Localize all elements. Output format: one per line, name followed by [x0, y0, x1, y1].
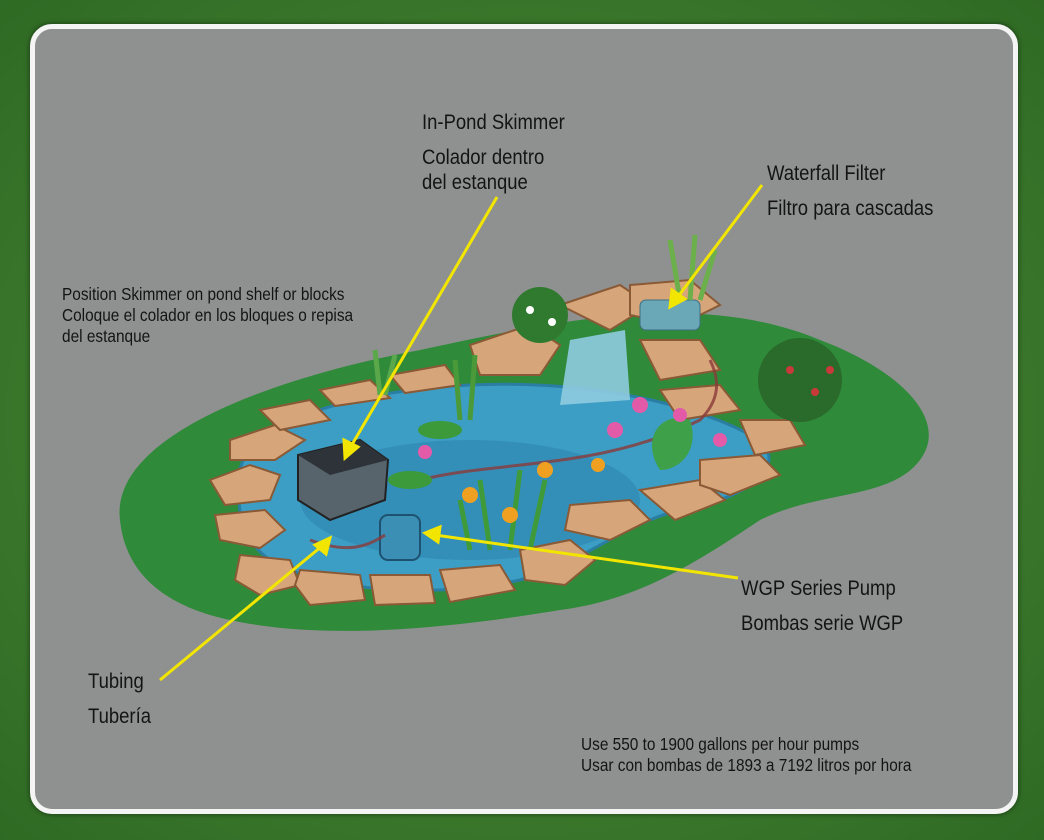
waterfall-label: Waterfall Filter Filtro para cascadas: [767, 161, 933, 221]
waterfall: [560, 330, 630, 405]
flow-note-en: Use 550 to 1900 gallons per hour pumps: [581, 734, 860, 754]
skimmer-label-en: In-Pond Skimmer: [422, 111, 565, 134]
pump-label-es: Bombas serie WGP: [741, 612, 904, 635]
callout-arrows: [159, 184, 764, 682]
tubing-label-es: Tubería: [88, 705, 152, 728]
pump-label-en: WGP Series Pump: [741, 577, 896, 600]
pump-label: WGP Series Pump Bombas serie WGP: [741, 576, 903, 636]
tubing-arrow: [159, 544, 323, 682]
plants: [372, 234, 842, 551]
waterfall-label-es: Filtro para cascadas: [767, 197, 934, 220]
flow-note: Use 550 to 1900 gallons per hour pumps U…: [581, 734, 911, 776]
stone-border: [208, 278, 807, 607]
position-note-es-1: Coloque el colador en los bloques o repi…: [62, 305, 354, 325]
skimmer-arrow: [348, 196, 499, 449]
position-note: Position Skimmer on pond shelf or blocks…: [62, 284, 353, 347]
position-note-en: Position Skimmer on pond shelf or blocks: [62, 284, 345, 304]
skimmer-label-es-1: Colador dentro: [422, 146, 545, 169]
skimmer-label-es-2: del estanque: [422, 171, 528, 194]
tubing-label-en: Tubing: [88, 670, 144, 693]
waterfall-label-en: Waterfall Filter: [767, 162, 886, 185]
position-note-es-2: del estanque: [62, 326, 151, 346]
pump-arrow: [434, 533, 739, 580]
tubing-label: Tubing Tubería: [88, 669, 151, 729]
pump: [379, 514, 421, 561]
skimmer-box: [297, 438, 390, 522]
waterfall-arrow: [675, 184, 764, 299]
skimmer-label: In-Pond Skimmer Colador dentro del estan…: [422, 110, 565, 195]
flow-note-es: Usar con bombas de 1893 a 7192 litros po…: [581, 755, 912, 775]
